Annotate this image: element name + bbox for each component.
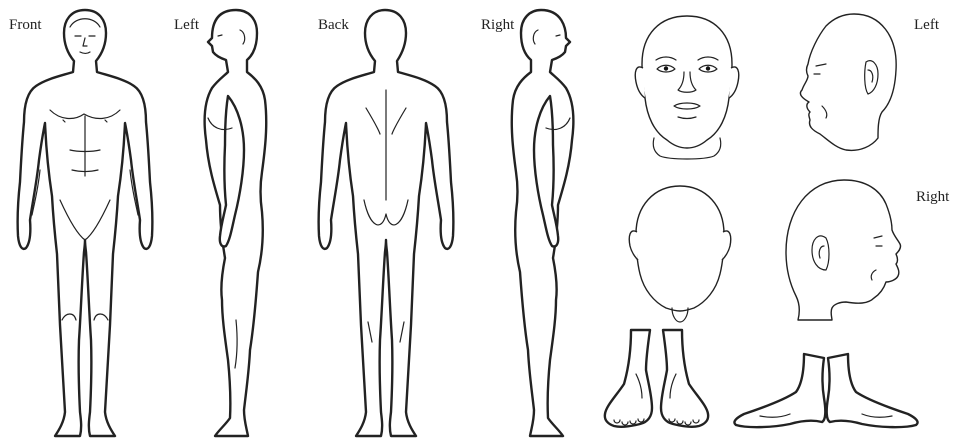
head-right [786, 180, 901, 320]
feet-front [605, 330, 708, 427]
body-left [205, 10, 267, 436]
body-right [512, 10, 574, 436]
body-front [18, 10, 153, 436]
head-left [800, 14, 896, 150]
head-front [635, 16, 738, 159]
head-back [629, 186, 730, 322]
body-back [319, 10, 454, 436]
feet-side [734, 354, 917, 427]
